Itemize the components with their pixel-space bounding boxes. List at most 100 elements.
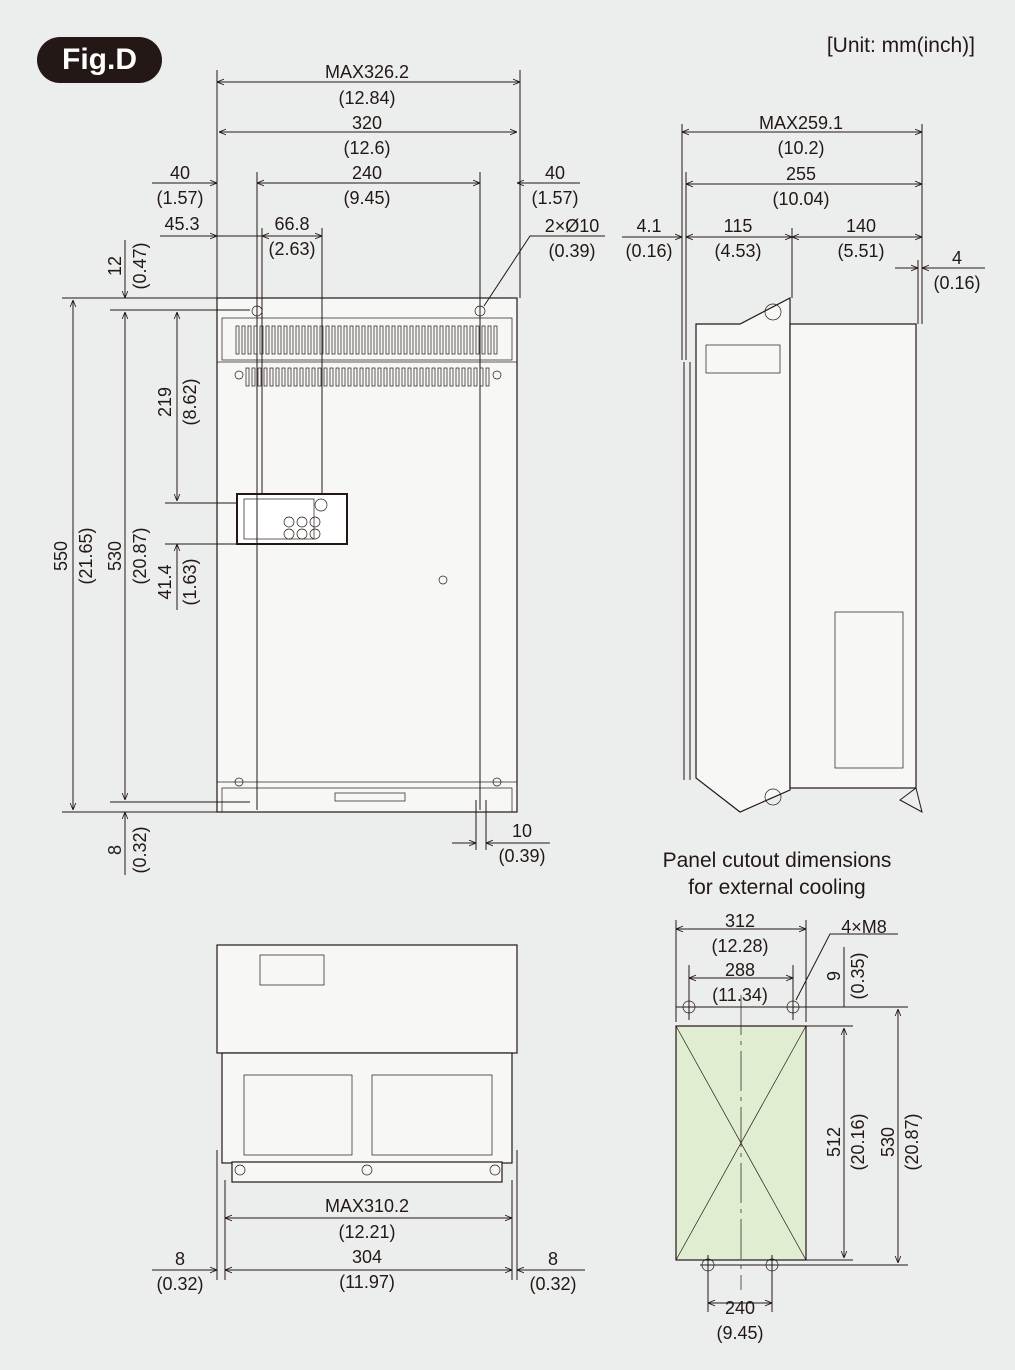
vent-slot bbox=[325, 325, 330, 355]
dim-label: 4×M8 bbox=[841, 917, 887, 937]
dim-label: 40 bbox=[170, 163, 190, 183]
vent-slot bbox=[347, 367, 352, 387]
vent-slot bbox=[379, 325, 384, 355]
dim-label: 530 bbox=[878, 1127, 898, 1157]
vent-slot bbox=[461, 367, 466, 387]
dim-label: 4 bbox=[952, 248, 962, 268]
dim-label: 304 bbox=[352, 1247, 382, 1267]
vent-slot bbox=[367, 325, 372, 355]
vent-slot bbox=[463, 325, 468, 355]
vent-slot bbox=[385, 325, 390, 355]
vent-slot bbox=[287, 367, 292, 387]
vent-slot bbox=[433, 325, 438, 355]
vent-slot bbox=[485, 367, 490, 387]
vent-slot bbox=[473, 367, 478, 387]
front-view bbox=[62, 70, 605, 875]
dim-label: (1.57) bbox=[531, 188, 578, 208]
vent-slot bbox=[341, 367, 346, 387]
vent-slot bbox=[389, 367, 394, 387]
vent-slot bbox=[365, 367, 370, 387]
dim-label: 2×Ø10 bbox=[545, 216, 600, 236]
vent-slot bbox=[331, 325, 336, 355]
panel-cutout-title: Panel cutout dimensions bbox=[663, 849, 892, 872]
vent-slot bbox=[245, 367, 250, 387]
vent-slot bbox=[475, 325, 480, 355]
vent-slot bbox=[301, 325, 306, 355]
vent-slot bbox=[269, 367, 274, 387]
dim-label: 240 bbox=[352, 163, 382, 183]
vent-slot bbox=[359, 367, 364, 387]
vent-slot bbox=[377, 367, 382, 387]
dim-label: (2.63) bbox=[268, 239, 315, 259]
dim-label: MAX326.2 bbox=[325, 62, 409, 82]
vent-slot bbox=[419, 367, 424, 387]
dim-label: 9 bbox=[824, 971, 844, 981]
dim-label: (0.39) bbox=[548, 241, 595, 261]
dim-label: (0.16) bbox=[933, 273, 980, 293]
vent-slot bbox=[295, 325, 300, 355]
vent-slot bbox=[361, 325, 366, 355]
dim-label: 550 bbox=[51, 541, 71, 571]
dim-label: (12.84) bbox=[338, 88, 395, 108]
vent-slot bbox=[313, 325, 318, 355]
dim-label: 10 bbox=[512, 821, 532, 841]
dim-label: 288 bbox=[725, 960, 755, 980]
dim-label: 8 bbox=[105, 845, 125, 855]
vent-slot bbox=[355, 325, 360, 355]
dim-label: 45.3 bbox=[164, 214, 199, 234]
dim-label: (20.87) bbox=[902, 1113, 922, 1170]
vent-slot bbox=[383, 367, 388, 387]
vent-slot bbox=[455, 367, 460, 387]
vent-slot bbox=[329, 367, 334, 387]
vent-slot bbox=[307, 325, 312, 355]
panel-cutout-title: for external cooling bbox=[688, 876, 865, 899]
dimension-labels: MAX326.2 (12.84) 320 (12.6) 40 (1.57) 24… bbox=[51, 62, 981, 1343]
vent-slot bbox=[265, 325, 270, 355]
vent-slot bbox=[443, 367, 448, 387]
dim-label: (11.97) bbox=[339, 1272, 395, 1292]
vent-slot bbox=[437, 367, 442, 387]
vent-slot bbox=[353, 367, 358, 387]
dim-label: 320 bbox=[352, 113, 382, 133]
dim-label: 240 bbox=[725, 1298, 755, 1318]
vent-slot bbox=[431, 367, 436, 387]
vent-slot bbox=[413, 367, 418, 387]
dim-label: (0.32) bbox=[130, 826, 150, 873]
dim-label: (0.35) bbox=[848, 952, 868, 999]
dim-label: 12 bbox=[105, 256, 125, 276]
vent-slot bbox=[427, 325, 432, 355]
dim-label: 530 bbox=[105, 541, 125, 571]
dim-label: (4.53) bbox=[714, 241, 761, 261]
dim-label: 219 bbox=[155, 387, 175, 417]
vent-slot bbox=[469, 325, 474, 355]
vent-slot bbox=[371, 367, 376, 387]
vent-slot bbox=[439, 325, 444, 355]
vent-slot bbox=[403, 325, 408, 355]
dim-label: (10.04) bbox=[772, 189, 829, 209]
vent-slot bbox=[407, 367, 412, 387]
vent-slot bbox=[263, 367, 268, 387]
vent-slot bbox=[251, 367, 256, 387]
vent-slot bbox=[283, 325, 288, 355]
dim-label: 41.4 bbox=[155, 564, 175, 599]
vent-slot bbox=[305, 367, 310, 387]
vent-slot bbox=[391, 325, 396, 355]
dim-label: 312 bbox=[725, 911, 755, 931]
vent-slot bbox=[271, 325, 276, 355]
dim-label: 140 bbox=[846, 216, 876, 236]
vent-slot bbox=[425, 367, 430, 387]
dim-label: (12.6) bbox=[343, 138, 390, 158]
vent-slot bbox=[241, 325, 246, 355]
dim-label: 8 bbox=[548, 1249, 558, 1269]
dim-label: 40 bbox=[545, 163, 565, 183]
vent-slot bbox=[235, 325, 240, 355]
panel-cutout bbox=[675, 920, 908, 1312]
vent-slot bbox=[421, 325, 426, 355]
vent-slot bbox=[289, 325, 294, 355]
vent-slot bbox=[275, 367, 280, 387]
vent-slot bbox=[401, 367, 406, 387]
vent-slot bbox=[415, 325, 420, 355]
vent-slot bbox=[337, 325, 342, 355]
vent-slot bbox=[299, 367, 304, 387]
